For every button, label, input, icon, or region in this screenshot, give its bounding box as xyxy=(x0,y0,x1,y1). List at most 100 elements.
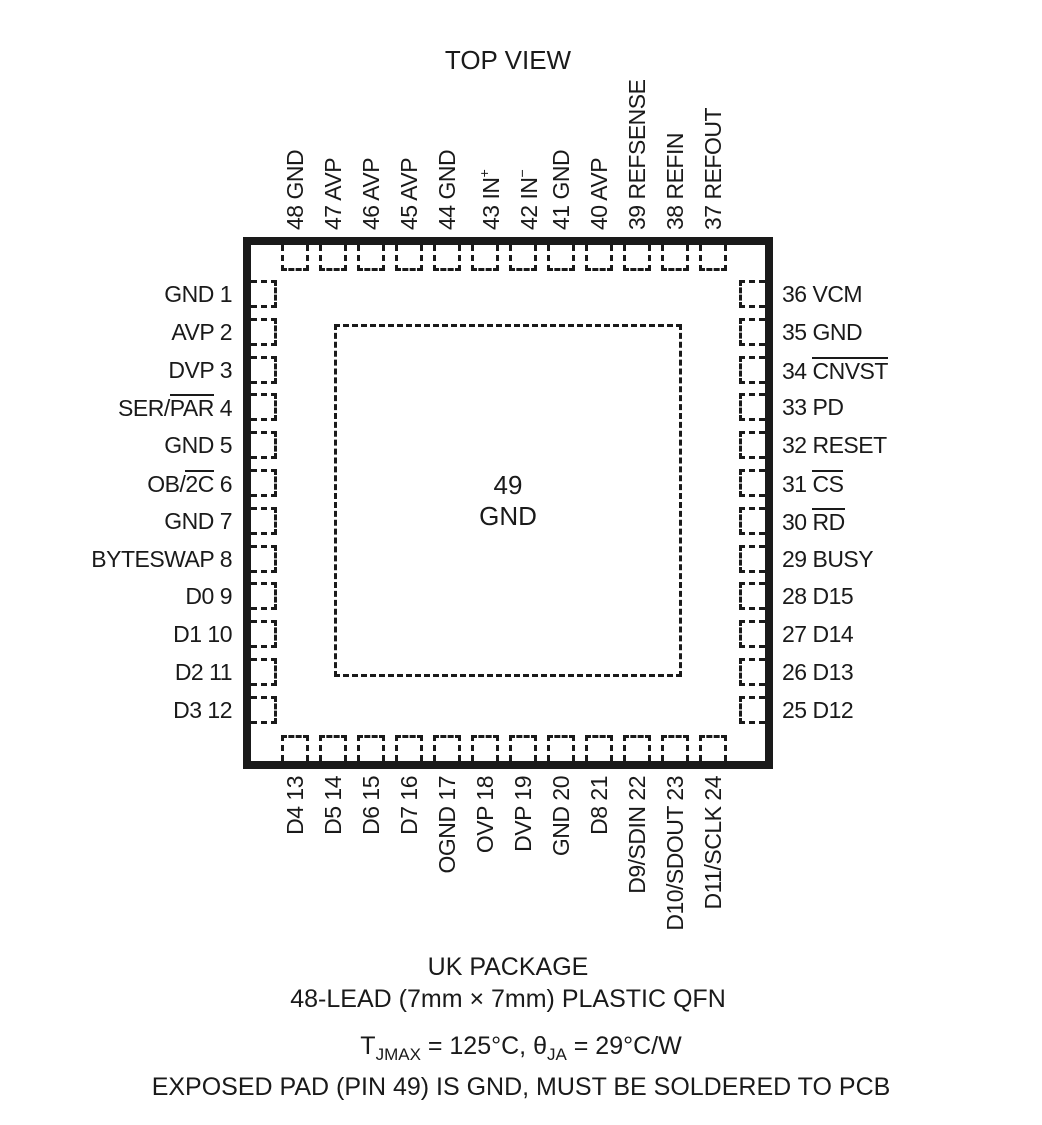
pin-pad-13 xyxy=(281,735,309,761)
pin-label-22: D9/SDIN 22 xyxy=(624,776,650,894)
exposed-pad-number: 49 xyxy=(493,469,523,500)
pin-label-11: D2 11 xyxy=(174,659,233,685)
exposed-pad: 49 GND xyxy=(334,324,682,677)
pin-pad-39 xyxy=(623,245,651,271)
pin-pad-7 xyxy=(251,506,277,535)
pin-label-41: 41 GND xyxy=(548,149,574,230)
pin-label-17: OGND 17 xyxy=(434,776,460,874)
pin-pad-12 xyxy=(251,695,277,724)
thermal-spec: TJMAX = 125°C, θJA = 29°C/W xyxy=(360,1032,682,1064)
pin-pad-20 xyxy=(547,735,575,761)
pin-pad-23 xyxy=(661,735,689,761)
pin-label-42: 42 IN− xyxy=(515,169,542,230)
pin-label-13: D4 13 xyxy=(282,776,308,835)
pin-label-35: 35 GND xyxy=(782,318,863,345)
pin-label-27: 27 D14 xyxy=(782,621,854,648)
pin-label-8: BYTESWAP 8 xyxy=(91,545,232,572)
pin-pad-14 xyxy=(319,735,347,761)
pin-label-4: SER/PAR 4 xyxy=(118,394,233,422)
pin-pad-48 xyxy=(281,245,309,271)
pin-label-45: 45 AVP xyxy=(396,157,422,230)
pin-label-44: 44 GND xyxy=(434,149,460,230)
pin-pad-21 xyxy=(585,735,613,761)
pin-label-30: 30 RD xyxy=(782,507,845,535)
pin-label-26: 26 D13 xyxy=(782,659,854,685)
pin-pad-36 xyxy=(739,280,765,308)
pin-name-segment: 2C xyxy=(185,470,214,497)
pin-pad-10 xyxy=(251,620,277,649)
pin-pad-31 xyxy=(739,469,765,497)
pin-label-14: D5 14 xyxy=(320,776,346,835)
pin-label-31: 31 CS xyxy=(782,470,844,497)
pin-pad-38 xyxy=(661,245,689,271)
pin-label-23: D10/SDOUT 23 xyxy=(662,776,688,931)
pin-pad-1 xyxy=(251,280,277,308)
pin-label-5: GND 5 xyxy=(164,432,232,459)
package-title-block: UK PACKAGE 48-LEAD (7mm × 7mm) PLASTIC Q… xyxy=(243,951,773,1015)
pin-label-28: 28 D15 xyxy=(782,583,854,610)
pin-name-segment: PAR xyxy=(169,394,214,422)
pin-name-segment: + xyxy=(477,169,493,178)
pin-name-segment: JA xyxy=(546,1044,567,1064)
pin-pad-6 xyxy=(251,469,277,497)
pin-pad-15 xyxy=(357,735,385,761)
exposed-pad-note: EXPOSED PAD (PIN 49) IS GND, MUST BE SOL… xyxy=(151,1072,891,1101)
exposed-pad-label: GND xyxy=(479,500,537,531)
pin-pad-19 xyxy=(509,735,537,761)
pin-pad-35 xyxy=(739,317,765,346)
pin-label-25: 25 D12 xyxy=(782,696,854,723)
pin-label-19: DVP 19 xyxy=(510,776,536,852)
pin-label-38: 38 REFIN xyxy=(662,133,688,230)
pin-name-segment: JMAX xyxy=(375,1044,421,1064)
pin-pad-11 xyxy=(251,658,277,686)
pin-pad-45 xyxy=(395,245,423,271)
pin-pad-34 xyxy=(739,355,765,384)
pin-pad-29 xyxy=(739,544,765,573)
pin-label-34: 34 CNVST xyxy=(782,356,888,384)
pin-pad-17 xyxy=(433,735,461,761)
pin-name-segment: RD xyxy=(812,507,845,535)
pin-label-24: D11/SCLK 24 xyxy=(700,776,726,910)
pin-pad-33 xyxy=(739,393,765,422)
pin-label-48: 48 GND xyxy=(282,149,308,230)
pin-name-segment: CS xyxy=(812,470,844,497)
pin-label-21: D8 21 xyxy=(586,776,612,835)
pin-name-segment: − xyxy=(515,169,531,178)
pin-label-46: 46 AVP xyxy=(358,157,384,230)
package-outline: 49 GND xyxy=(243,237,773,769)
pin-pad-9 xyxy=(251,582,277,611)
pin-pad-24 xyxy=(699,735,727,761)
pin-pad-44 xyxy=(433,245,461,271)
pin-label-33: 33 PD xyxy=(782,394,844,421)
pin-pad-8 xyxy=(251,544,277,573)
pin-label-39: 39 REFSENSE xyxy=(624,79,650,230)
pin-pad-41 xyxy=(547,245,575,271)
pin-pad-3 xyxy=(251,355,277,384)
pin-label-3: DVP 3 xyxy=(168,356,232,383)
package-description: 48-LEAD (7mm × 7mm) PLASTIC QFN xyxy=(290,985,726,1013)
top-view-title: TOP VIEW xyxy=(444,45,572,75)
pin-label-20: GND 20 xyxy=(548,776,574,857)
pin-pad-43 xyxy=(471,245,499,271)
pin-label-12: D3 12 xyxy=(173,696,232,723)
pin-label-18: OVP 18 xyxy=(472,776,498,854)
pin-label-15: D6 15 xyxy=(358,776,384,835)
pin-label-32: 32 RESET xyxy=(782,432,887,459)
pin-label-37: 37 REFOUT xyxy=(700,107,726,230)
pin-pad-2 xyxy=(251,317,277,346)
pin-label-10: D1 10 xyxy=(173,621,232,648)
pin-pad-18 xyxy=(471,735,499,761)
package-name: UK PACKAGE xyxy=(427,953,589,981)
pin-pad-26 xyxy=(739,658,765,686)
pin-pad-22 xyxy=(623,735,651,761)
pin-label-9: D0 9 xyxy=(185,583,232,610)
pin-label-1: GND 1 xyxy=(164,281,232,307)
pin-label-2: AVP 2 xyxy=(171,318,232,345)
pin-pad-32 xyxy=(739,431,765,460)
pin-pad-25 xyxy=(739,695,765,724)
pin-pad-47 xyxy=(319,245,347,271)
pin-name-segment: CNVST xyxy=(812,356,888,384)
pin-pad-40 xyxy=(585,245,613,271)
pin-pad-42 xyxy=(509,245,537,271)
